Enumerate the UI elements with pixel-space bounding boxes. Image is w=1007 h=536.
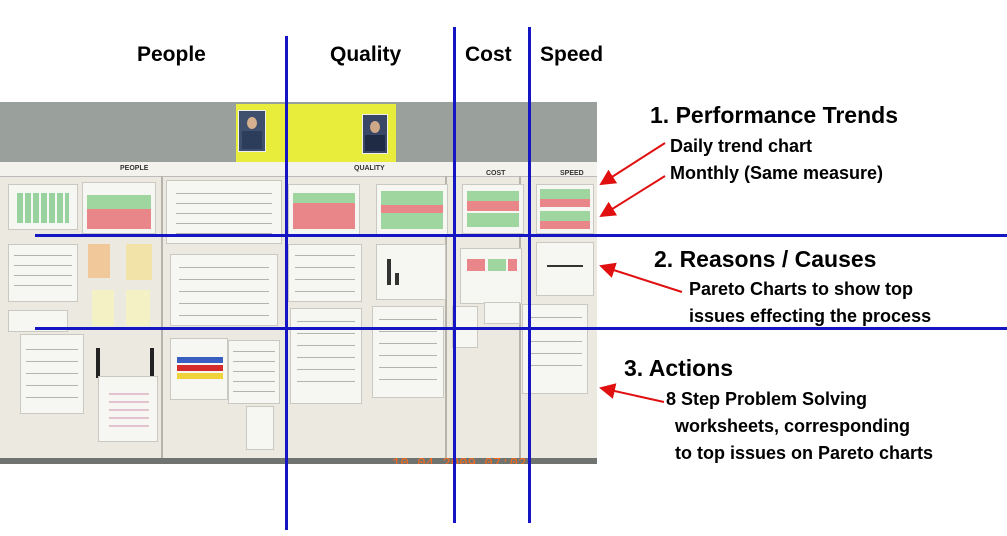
- row-divider-trends-causes: [35, 234, 1007, 237]
- section-note-actions-3: to top issues on Pareto charts: [675, 443, 934, 463]
- board-stand: [0, 458, 597, 464]
- worksheet-sheet: [170, 254, 278, 326]
- small-sheet: [8, 310, 68, 332]
- board-divider: [161, 176, 163, 458]
- arrow-daily-trend: [599, 142, 666, 186]
- action-sheet: [20, 334, 84, 414]
- person-photo-icon: [238, 110, 266, 152]
- column-heading-speed: Speed: [540, 43, 604, 66]
- board-header-strip: [0, 162, 597, 177]
- action-sheet: [522, 304, 588, 394]
- action-sheet: [290, 308, 362, 404]
- section-note-performance-1: Daily trend chart: [670, 136, 813, 156]
- action-sheet: [246, 406, 274, 450]
- clip-bar: [150, 348, 154, 378]
- pocket-folder: [92, 290, 114, 326]
- section-title-performance: 1. Performance Trends: [650, 102, 898, 128]
- row-divider-causes-actions: [35, 327, 1007, 330]
- trend-chart-sheet: [82, 182, 156, 234]
- table-sheet: [166, 180, 282, 244]
- pareto-sheet: [288, 244, 362, 302]
- column-heading-quality: Quality: [330, 43, 402, 66]
- clip-bar: [96, 348, 100, 378]
- action-sheet: [228, 340, 280, 404]
- section-note-performance-2: Monthly (Same measure): [670, 163, 884, 183]
- arrow-actions: [599, 383, 665, 403]
- section-note-actions-1: 8 Step Problem Solving: [666, 389, 868, 409]
- arrow-monthly-trend: [599, 175, 666, 218]
- column-divider-people-quality: [285, 36, 288, 530]
- board-divider: [519, 176, 521, 458]
- column-divider-cost-speed: [528, 27, 531, 523]
- trend-chart-sheet: [536, 184, 594, 234]
- person-photo-icon: [362, 114, 388, 154]
- column-divider-quality-cost: [453, 27, 456, 523]
- photo-timestamp: 10 04 2009 07:02: [392, 456, 527, 464]
- action-sheet: [170, 338, 228, 400]
- pareto-sheet: [376, 244, 446, 300]
- board-label-quality: QUALITY: [354, 165, 385, 172]
- pareto-sheet: [460, 248, 522, 304]
- trend-chart-sheet: [288, 184, 360, 236]
- form-sheet: [98, 376, 158, 442]
- board-divider: [445, 176, 447, 458]
- pocket-folder: [126, 290, 150, 326]
- action-sheet: [484, 302, 520, 324]
- board-label-speed: SPEED: [560, 170, 584, 177]
- section-note-actions-2: worksheets, corresponding: [675, 416, 911, 436]
- section-note-reasons-1: Pareto Charts to show top: [689, 279, 914, 299]
- pocket-folder: [88, 244, 110, 278]
- section-title-reasons: 2. Reasons / Causes: [654, 246, 877, 272]
- arrow-pareto: [599, 262, 683, 293]
- board-label-cost: COST: [486, 170, 506, 177]
- pocket-folder: [126, 244, 152, 280]
- section-note-reasons-2: issues effecting the process: [689, 306, 932, 326]
- column-heading-cost: Cost: [465, 43, 512, 66]
- pareto-sheet: [8, 244, 78, 302]
- action-sheet: [372, 306, 444, 398]
- trend-chart-sheet: [462, 184, 524, 234]
- pareto-sheet: [536, 242, 594, 296]
- board-label-people: PEOPLE: [120, 165, 149, 172]
- yellow-photo-panel: [236, 104, 396, 162]
- column-heading-people: People: [137, 43, 206, 66]
- calendar-sheet: [8, 184, 78, 230]
- section-title-actions: 3. Actions: [624, 355, 734, 381]
